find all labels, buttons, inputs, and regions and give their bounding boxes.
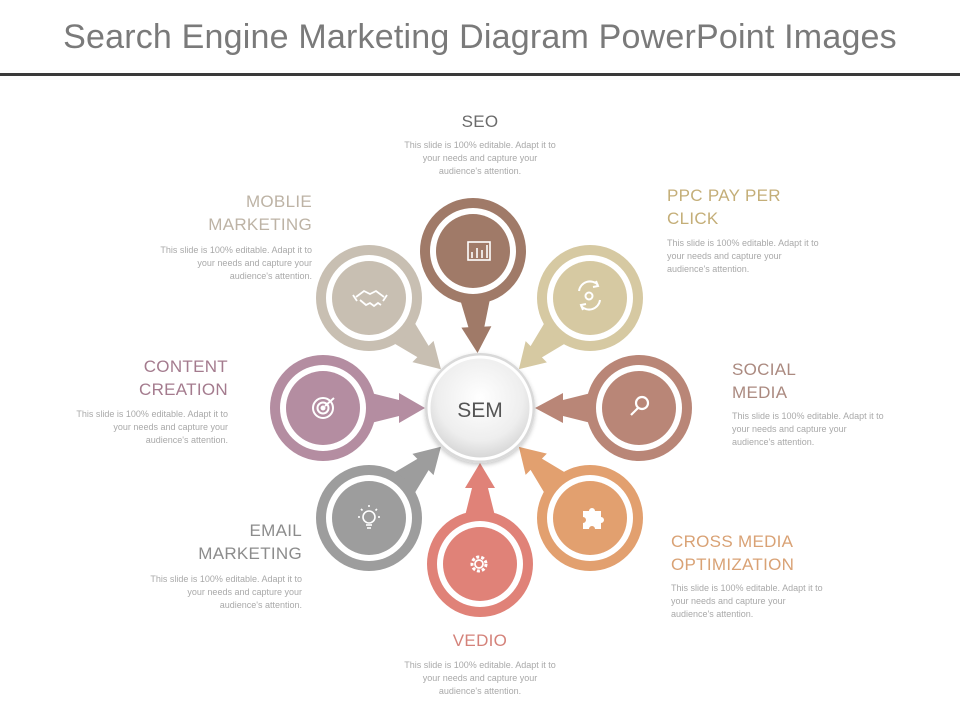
mobile-desc-line-1: This slide is 100% editable. Adapt it to [160,245,312,255]
mobile-title: MOBLIE MARKETING [132,190,312,236]
social-desc-line-1: This slide is 100% editable. Adapt it to [732,411,884,421]
vedio-desc-line-2: your needs and capture your [422,673,538,683]
center-hub: SEM [425,353,535,463]
magnifier-icon [630,395,650,416]
target-icon [312,397,335,419]
content-description: This slide is 100% editable. Adapt it to… [28,408,228,447]
ppc-desc-line-2: your needs and capture your [667,251,782,261]
ppc-title-line-1: PPC PAY PER [667,186,781,205]
seo-description: This slide is 100% editable. Adapt it to… [380,139,580,178]
content-title: CONTENT CREATION [48,355,228,401]
seo-node [420,198,526,354]
cross-desc-line-2: your needs and capture your [671,596,786,606]
mobile-desc-line-2: your needs and capture your [197,258,312,268]
cross-title: CROSS MEDIA OPTIMIZATION [671,530,871,576]
vedio-description: This slide is 100% editable. Adapt it to… [380,659,580,698]
content-title-line-1: CONTENT [143,357,228,376]
email-node [316,446,441,571]
ppc-title: PPC PAY PER CLICK [667,184,847,230]
ppc-desc-line-1: This slide is 100% editable. Adapt it to [667,238,819,248]
vedio-title: VEDIO [420,629,540,652]
cross-title-line-2: OPTIMIZATION [671,555,795,574]
content-title-line-2: CREATION [139,380,228,399]
refresh-gear-icon [578,280,601,311]
email-desc-line-2: your needs and capture your [187,587,302,597]
ppc-title-line-2: CLICK [667,209,719,228]
title-divider [0,73,960,76]
seo-desc-line-2: your needs and capture your [422,153,538,163]
social-title-line-1: SOCIAL [732,360,797,379]
email-desc-line-1: This slide is 100% editable. Adapt it to [150,574,302,584]
seo-inner-circle [436,214,510,288]
social-desc-line-2: your needs and capture your [732,424,847,434]
content-desc-line-3: audience's attention. [145,435,228,445]
vedio-desc-line-1: This slide is 100% editable. Adapt it to [404,660,556,670]
seo-title: SEO [420,110,540,133]
cross-title-line-1: CROSS MEDIA [671,532,794,551]
handshake-icon [352,289,388,308]
center-label: SEM [457,399,503,422]
email-title-line-2: MARKETING [198,544,302,563]
ppc-description: This slide is 100% editable. Adapt it to… [667,237,867,276]
slide-title: Search Engine Marketing Diagram PowerPoi… [63,18,897,56]
mobile-inner-circle [332,261,406,335]
vedio-node [427,463,533,617]
mobile-title-line-2: MARKETING [208,215,312,234]
email-inner-circle [332,481,406,555]
mobile-desc-line-3: audience's attention. [229,271,312,281]
content-desc-line-2: your needs and capture your [113,422,228,432]
cross-node [518,446,643,571]
seo-title-line-1: SEO [461,112,499,131]
social-title-line-2: MEDIA [732,383,788,402]
ppc-node [518,245,643,370]
seo-desc-line-1: This slide is 100% editable. Adapt it to [404,140,556,150]
cross-desc-line-1: This slide is 100% editable. Adapt it to [671,583,823,593]
vedio-inner-circle [443,527,517,601]
email-desc-line-3: audience's attention. [219,600,302,610]
vedio-title-line-1: VEDIO [452,631,508,650]
content-node [270,355,425,461]
mobile-node [316,245,441,370]
social-desc-line-3: audience's attention. [732,437,815,447]
lightbulb-icon [358,505,380,529]
chart-icon [467,241,491,261]
mobile-title-line-1: MOBLIE [245,192,312,211]
gear-icon [470,555,488,573]
cross-description: This slide is 100% editable. Adapt it to… [671,582,871,621]
social-description: This slide is 100% editable. Adapt it to… [732,410,932,449]
vedio-desc-line-3: audience's attention. [438,686,522,696]
social-node [535,355,692,461]
ppc-inner-circle [553,261,627,335]
email-title: EMAIL MARKETING [122,519,302,565]
ppc-desc-line-3: audience's attention. [667,264,750,274]
mobile-description: This slide is 100% editable. Adapt it to… [112,244,312,283]
content-desc-line-1: This slide is 100% editable. Adapt it to [76,409,228,419]
social-title: SOCIAL MEDIA [732,358,912,404]
seo-desc-line-3: audience's attention. [438,166,522,176]
email-title-line-1: EMAIL [249,521,302,540]
email-description: This slide is 100% editable. Adapt it to… [102,573,302,612]
puzzle-icon [583,508,604,529]
cross-desc-line-3: audience's attention. [671,609,754,619]
